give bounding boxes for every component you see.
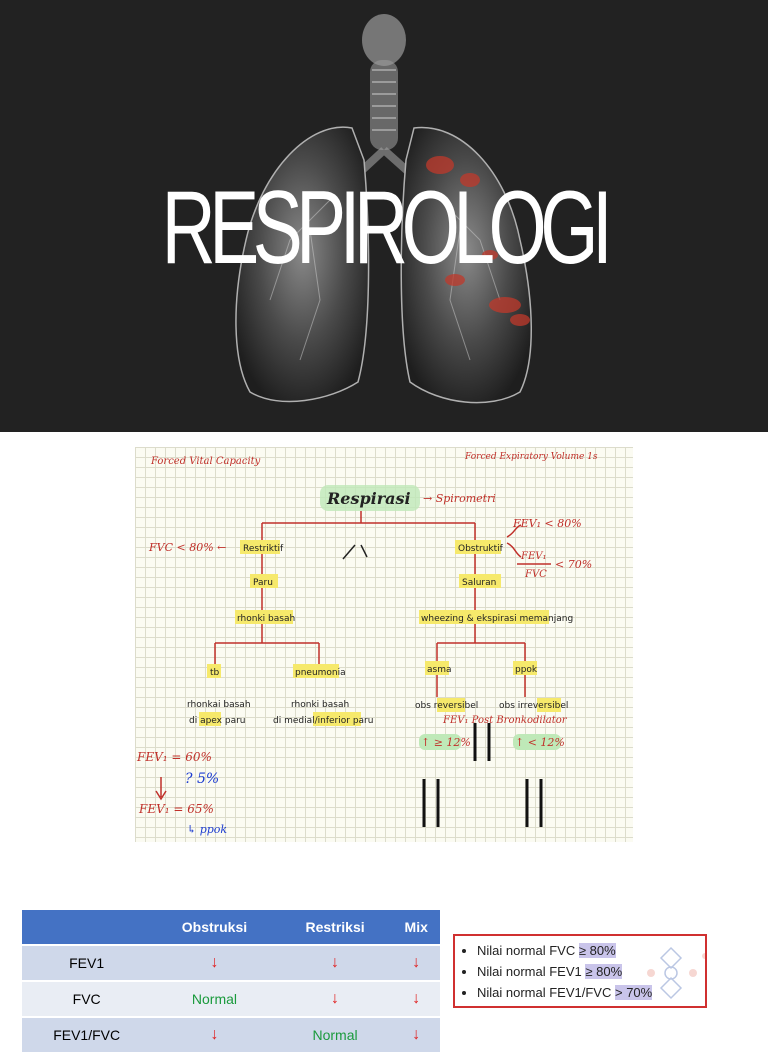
root-arrow: → Spirometri	[423, 492, 496, 505]
ppok-node: ppok	[515, 665, 538, 675]
normal-fvc-value: ≥ 80%	[578, 943, 616, 958]
table-row: FEV1 ↓ ↓ ↓	[22, 944, 440, 981]
cell-restriksi: ↓	[277, 944, 393, 981]
list-item: Nilai normal FVC ≥ 80%	[477, 940, 705, 961]
ppok-note: ↳ ppok	[187, 823, 227, 836]
fev-value-a: FEV₁ = 60%	[136, 750, 212, 764]
fev-fraction-bottom: FVC	[524, 569, 547, 580]
table-header-row: Obstruksi Restriksi Mix	[22, 910, 440, 945]
cell-restriksi: Normal	[277, 1016, 393, 1052]
notes-diagram: Forced Vital Capacity Forced Expiratory …	[135, 447, 633, 842]
ppok-value: ↑ < 12%	[515, 736, 565, 749]
cell-obstruksi: ↓	[151, 1016, 278, 1052]
asma-value: ↑ ≥ 12%	[421, 736, 471, 749]
cell-obstruksi: ↓	[151, 944, 278, 981]
asma-desc: obs reversibel	[415, 701, 478, 711]
normal-fvc-text: Nilai normal FVC	[477, 943, 579, 958]
tb-node: tb	[210, 668, 220, 678]
row-label: FEV1/FVC	[22, 1016, 152, 1052]
normal-fev1-text: Nilai normal FEV1	[477, 964, 586, 979]
cell-mix: ↓	[392, 1016, 440, 1052]
wheezing-node: wheezing & ekspirasi memanjang	[421, 614, 573, 624]
decorative-pattern-icon	[647, 946, 705, 1000]
fev1-condition: FEV₁ < 80%	[512, 517, 582, 530]
pneumonia-desc-1: rhonki basah	[291, 700, 349, 710]
normal-values-list: Nilai normal FVC ≥ 80% Nilai normal FEV1…	[455, 940, 705, 1003]
rhonki-node: rhonki basah	[237, 614, 295, 624]
table-row: FEV1/FVC ↓ Normal ↓	[22, 1016, 440, 1052]
header-mix: Mix	[392, 910, 440, 945]
fev-question: ? 5%	[185, 771, 219, 787]
normal-fev1-value: ≥ 80%	[585, 964, 623, 979]
fev-post-label: FEV₁ Post Bronkodilator	[442, 715, 568, 726]
header-restriksi: Restriksi	[277, 910, 393, 945]
obstruktif-node: Obstruktif	[458, 544, 504, 554]
fvc-label: Forced Vital Capacity	[150, 456, 261, 467]
pneumonia-node: pneumonia	[295, 668, 346, 678]
cell-obstruksi: Normal	[151, 980, 278, 1017]
tb-desc-2: di apex paru	[189, 716, 246, 726]
page-title: RESPIROLOGI	[161, 170, 613, 286]
row-label: FEV1	[22, 944, 152, 981]
fvc-condition: FVC < 80% ←	[148, 541, 226, 554]
ppok-desc: obs irreversibel	[499, 701, 568, 711]
respiration-mindmap: Forced Vital Capacity Forced Expiratory …	[136, 452, 598, 836]
paru-node: Paru	[253, 578, 273, 588]
asma-node: asma	[427, 665, 452, 675]
root-node: Respirasi	[326, 489, 411, 508]
normal-ratio-text: Nilai normal FEV1/FVC	[477, 985, 615, 1000]
header-obstruksi: Obstruksi	[151, 910, 278, 945]
table-row: FVC Normal ↓ ↓	[22, 980, 440, 1017]
cell-restriksi: ↓	[277, 980, 393, 1017]
pneumonia-desc-2: di medial/inferior paru	[273, 716, 373, 726]
saluran-node: Saluran	[462, 578, 496, 588]
fev-value-b: FEV₁ = 65%	[138, 802, 214, 816]
spirometry-table: Obstruksi Restriksi Mix FEV1 ↓ ↓ ↓ FVC N…	[22, 910, 440, 1052]
hero-banner: RESPIROLOGI	[0, 0, 768, 432]
header-empty	[22, 910, 152, 945]
normal-values-box: Nilai normal FVC ≥ 80% Nilai normal FEV1…	[453, 934, 707, 1008]
fev-fraction-value: < 70%	[555, 558, 592, 571]
lungs-illustration	[235, 14, 532, 404]
cell-mix: ↓	[392, 944, 440, 981]
list-item: Nilai normal FEV1 ≥ 80%	[477, 961, 705, 982]
normal-ratio-value: > 70%	[614, 985, 653, 1000]
tb-desc-1: rhonkai basah	[187, 700, 251, 710]
restriktif-node: Restriktif	[243, 544, 284, 554]
cell-mix: ↓	[392, 980, 440, 1017]
fev-fraction-top: FEV₁	[520, 551, 546, 562]
row-label: FVC	[22, 980, 152, 1017]
list-item: Nilai normal FEV1/FVC > 70%	[477, 982, 705, 1003]
fev-label: Forced Expiratory Volume 1s	[464, 452, 598, 462]
